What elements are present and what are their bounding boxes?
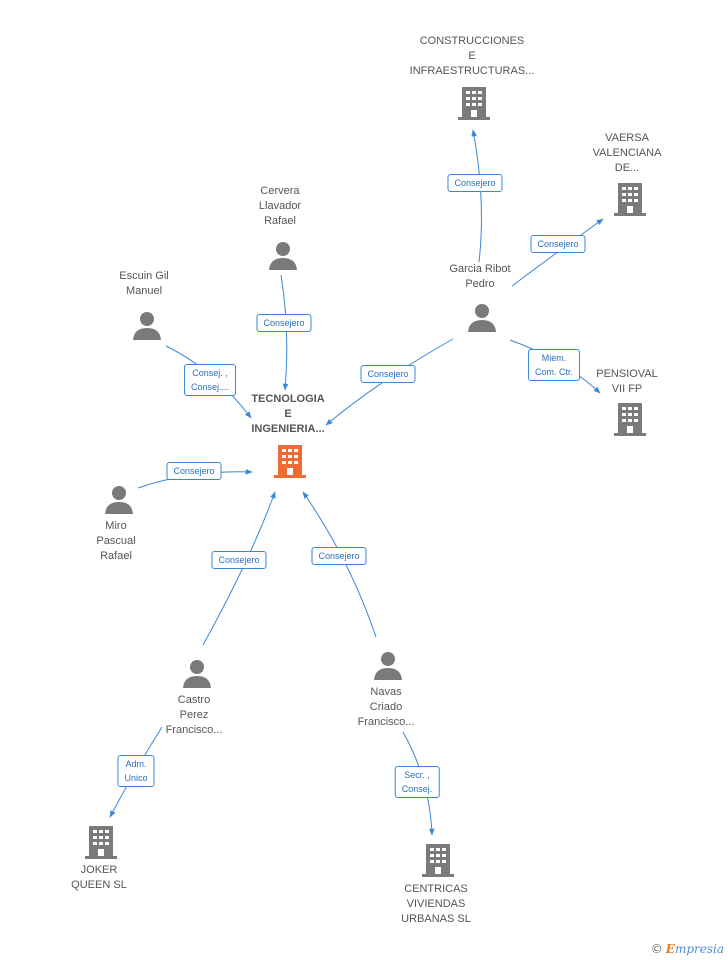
edge-label-line: Consejero	[263, 318, 305, 328]
label-line: DE...	[614, 162, 640, 174]
building-icon-main	[274, 445, 306, 478]
edge-label-castro-joker[interactable]: Adm. Unico	[117, 755, 155, 787]
edge-label-line: Unico	[124, 773, 148, 783]
label-line: JOKER	[80, 864, 118, 876]
label-line: Escuin Gil	[119, 270, 169, 282]
edge-label-line: Consejero	[218, 555, 260, 565]
label-line: Pascual	[96, 535, 136, 547]
label-line: INGENIERIA...	[251, 423, 325, 435]
node-label-escuin[interactable]: Escuin Gil Manuel	[119, 269, 169, 299]
label-line: Pedro	[465, 278, 495, 290]
edge-label-navas-center[interactable]: Consejero	[311, 547, 367, 565]
label-line: Rafael	[100, 550, 132, 562]
edge-label-line: Consejero	[367, 369, 409, 379]
label-line: VII FP	[611, 383, 643, 395]
edge-label-line: Consejero	[537, 239, 579, 249]
edge-label-escuin[interactable]: Consej. , Consej....	[183, 364, 237, 396]
label-line: CENTRICAS	[404, 883, 468, 895]
label-line: E	[284, 408, 292, 420]
node-label-pensioval[interactable]: PENSIOVAL VII FP	[596, 367, 658, 397]
label-line: PENSIOVAL	[596, 368, 658, 380]
edge-label-line: Adm.	[125, 759, 147, 769]
node-label-garcia[interactable]: Garcia Ribot Pedro	[449, 262, 510, 292]
edge-label-line: Miem.	[541, 353, 567, 363]
label-line: Cervera	[260, 185, 300, 197]
label-line: Francisco...	[165, 724, 223, 736]
label-line: Castro	[177, 694, 211, 706]
node-label-castro[interactable]: Castro Perez Francisco...	[166, 693, 223, 738]
label-line: Miro	[105, 520, 127, 532]
label-line: URBANAS SL	[401, 913, 471, 925]
building-icon-centricas	[422, 844, 454, 877]
edge-label-garcia-center[interactable]: Consejero	[360, 365, 416, 383]
node-label-vaersa[interactable]: VAERSA VALENCIANA DE...	[593, 131, 662, 176]
edge-label-line: Consejero	[318, 551, 360, 561]
label-line: Perez	[179, 709, 209, 721]
label-line: Garcia Ribot	[449, 263, 511, 275]
brand-name: mpresia	[674, 942, 724, 956]
person-icon-escuin	[133, 312, 161, 340]
edge-label-line: Com. Ctr.	[534, 367, 574, 377]
building-icon-construcciones	[458, 87, 490, 120]
node-label-miro[interactable]: Miro Pascual Rafael	[96, 519, 135, 564]
person-icon-miro	[105, 486, 133, 514]
label-line: E	[468, 50, 476, 62]
edge-label-line: Consejero	[173, 466, 215, 476]
label-line: VALENCIANA	[592, 147, 662, 159]
edge-label-garcia-vaersa[interactable]: Consejero	[530, 235, 586, 253]
edge-label-line: Secr. ,	[404, 770, 430, 780]
edge-label-miro[interactable]: Consejero	[166, 462, 222, 480]
label-line: VIVIENDAS	[406, 898, 466, 910]
label-line: Manuel	[125, 285, 163, 297]
person-icon-navas	[374, 652, 402, 680]
edge-label-navas-centricas[interactable]: Secr. , Consej.	[394, 766, 440, 798]
edge-label-garcia-construcciones[interactable]: Consejero	[447, 174, 503, 192]
node-label-construcciones[interactable]: CONSTRUCCIONES E INFRAESTRUCTURAS...	[410, 34, 535, 79]
edge-cervera-center	[280, 274, 289, 391]
node-label-navas[interactable]: Navas Criado Francisco...	[358, 685, 415, 730]
node-label-centricas[interactable]: CENTRICAS VIVIENDAS URBANAS SL	[401, 882, 471, 927]
label-line: TECNOLOGIA	[251, 393, 325, 405]
edge-label-line: Consej. ,	[192, 368, 228, 378]
label-line: Rafael	[264, 215, 296, 227]
label-line: Llavador	[258, 200, 302, 212]
label-line: QUEEN SL	[71, 879, 127, 891]
label-line: CONSTRUCCIONES	[419, 35, 525, 47]
label-line: INFRAESTRUCTURAS...	[409, 65, 535, 77]
copyright-icon: ©	[650, 942, 663, 956]
edge-garcia-construcciones	[471, 129, 482, 263]
edge-label-garcia-pensioval[interactable]: Miem. Com. Ctr.	[527, 349, 581, 381]
edge-label-line: Consejero	[454, 178, 496, 188]
building-icon-vaersa	[614, 183, 646, 216]
label-line: Criado	[369, 701, 403, 713]
edge-label-cervera[interactable]: Consejero	[256, 314, 312, 332]
node-label-cervera[interactable]: Cervera Llavador Rafael	[259, 184, 301, 229]
building-icon-joker	[85, 826, 117, 859]
node-label-center[interactable]: TECNOLOGIA E INGENIERIA...	[251, 392, 324, 437]
label-line: Navas	[370, 686, 402, 698]
edge-label-line: Consej....	[190, 382, 230, 392]
building-icon-pensioval	[614, 403, 646, 436]
brand-initial: E	[665, 942, 675, 956]
person-icon-garcia	[468, 304, 496, 332]
person-icon-cervera	[269, 242, 297, 270]
edge-label-castro-center[interactable]: Consejero	[211, 551, 267, 569]
label-line: VAERSA	[605, 132, 649, 144]
empresia-logo[interactable]: ©Empresia	[651, 942, 724, 956]
node-label-joker[interactable]: JOKER QUEEN SL	[71, 863, 127, 893]
label-line: Francisco...	[357, 716, 415, 728]
person-icon-castro	[183, 660, 211, 688]
edge-label-line: Consej.	[401, 784, 433, 794]
